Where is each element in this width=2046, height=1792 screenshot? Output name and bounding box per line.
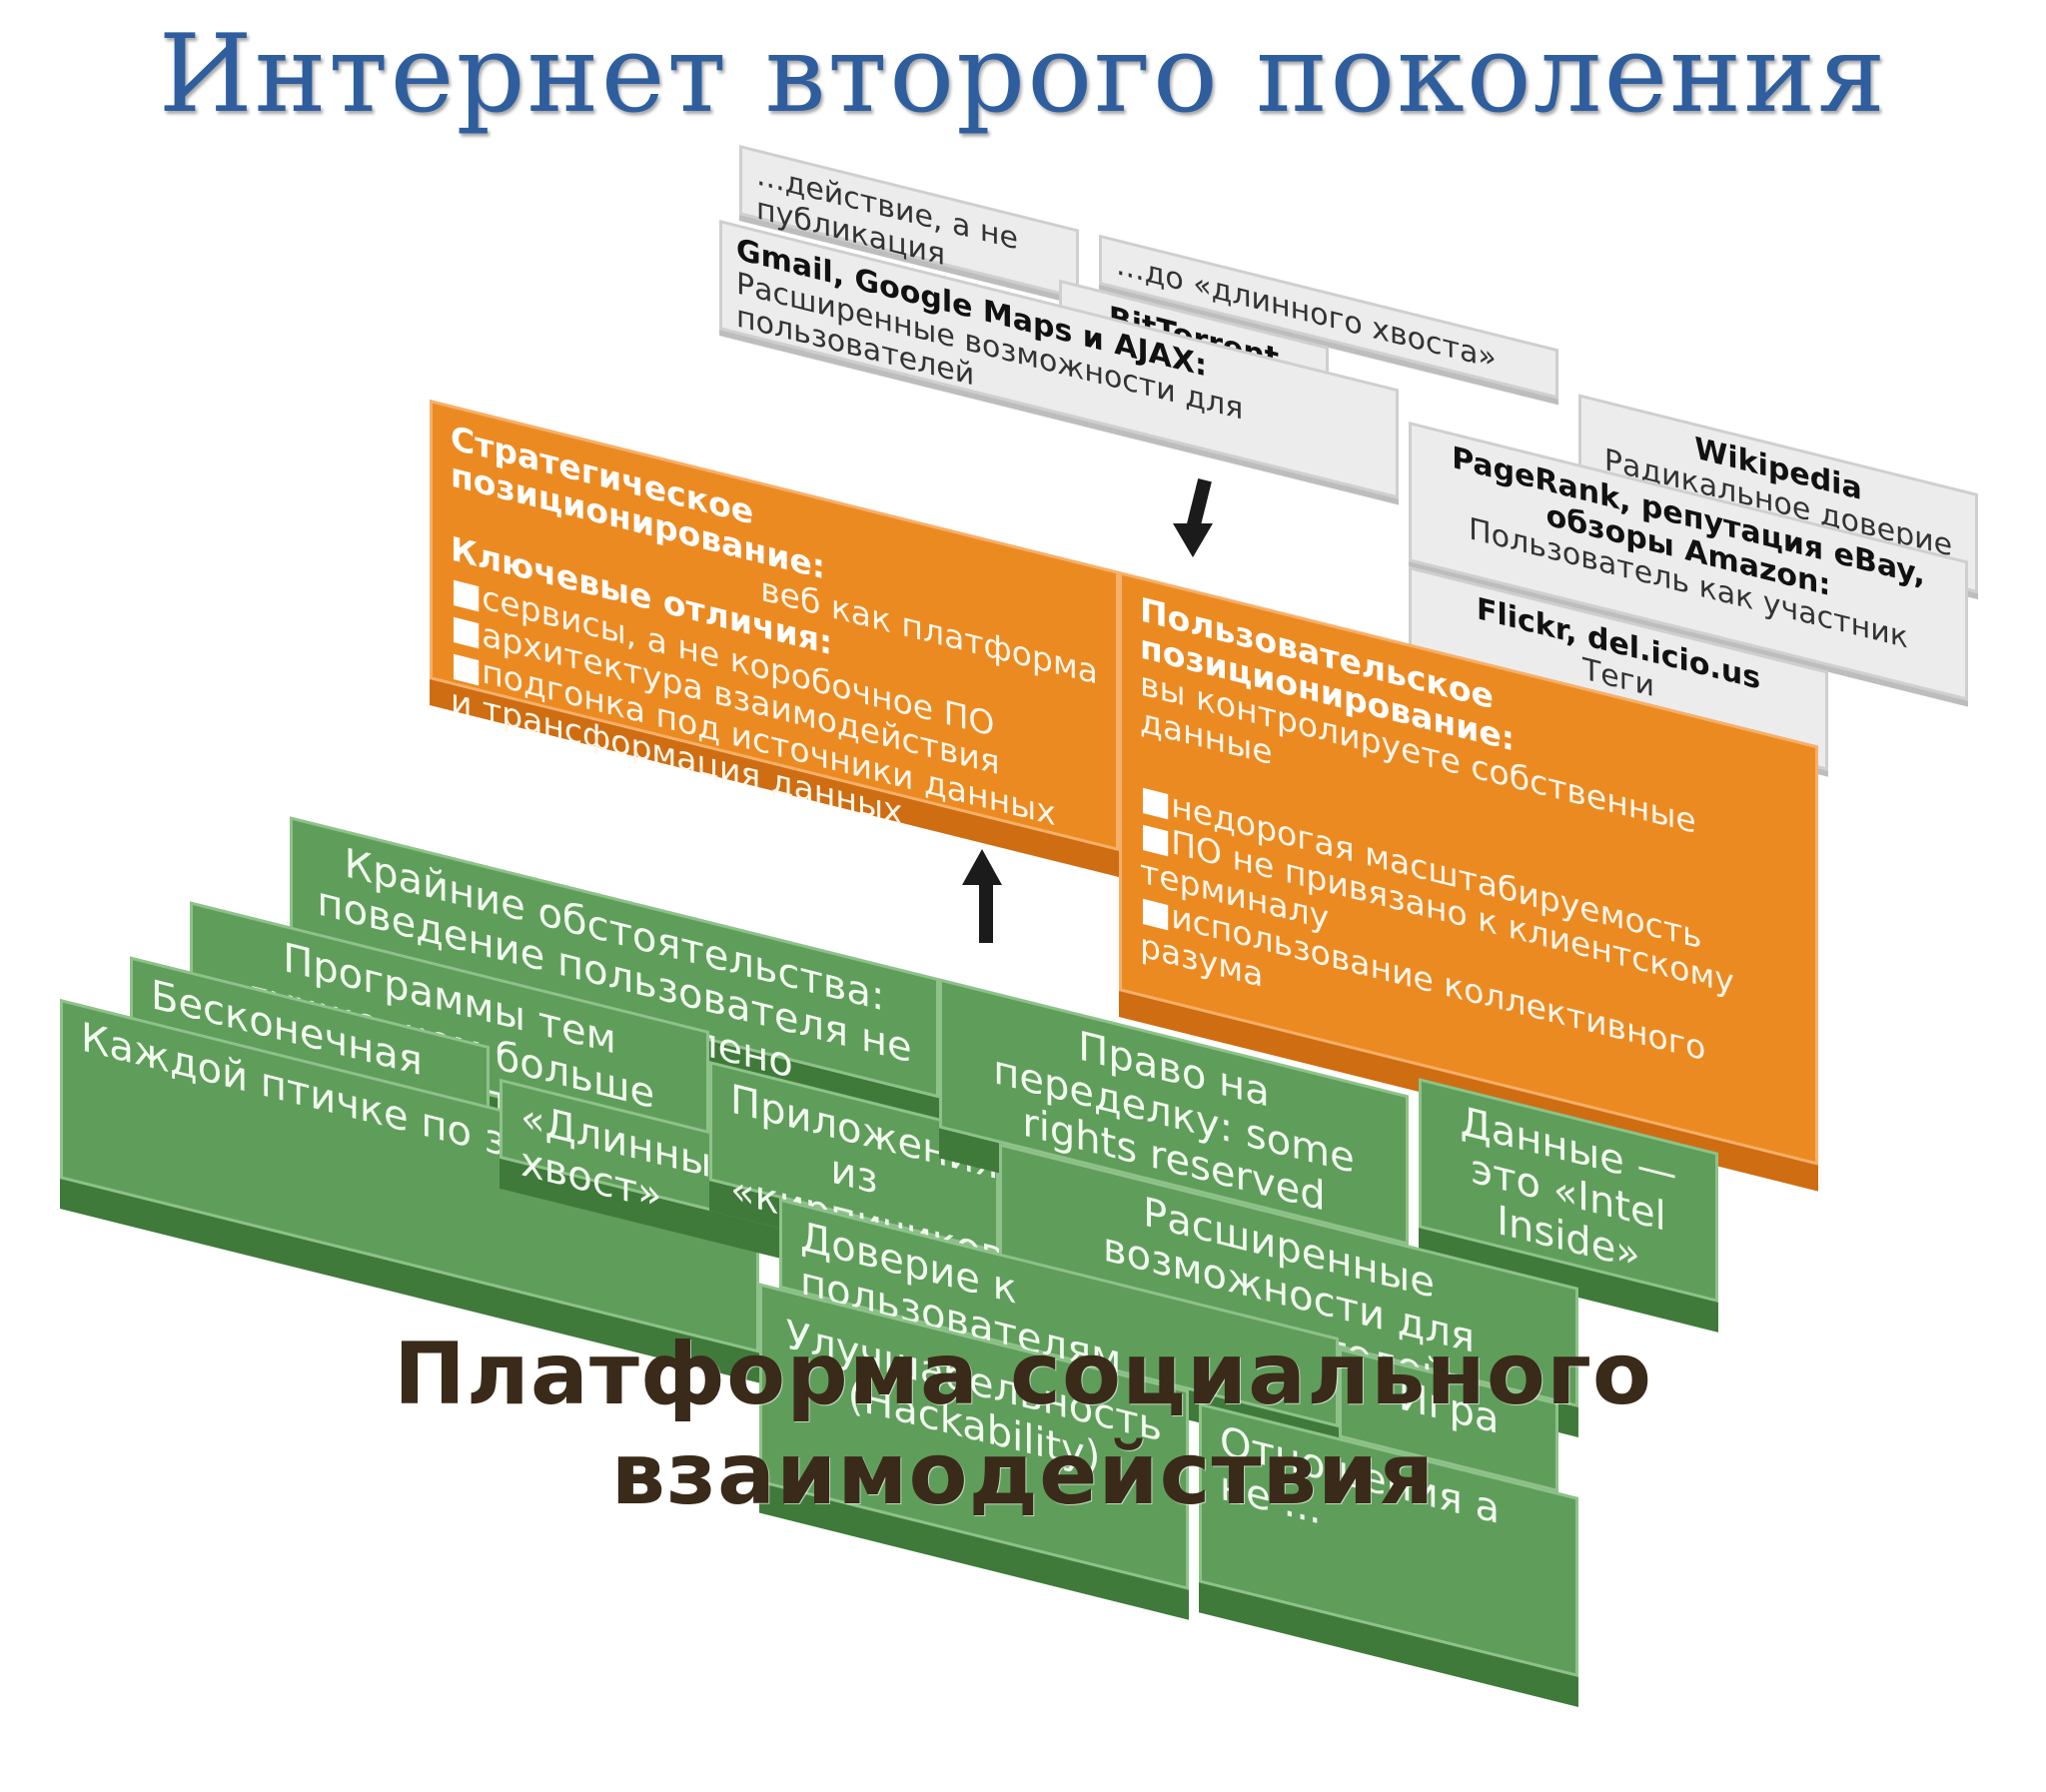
page-title: Интернет второго поколения: [158, 12, 1888, 137]
footer-caption: Платформа социального взаимодействия: [393, 1325, 1653, 1524]
